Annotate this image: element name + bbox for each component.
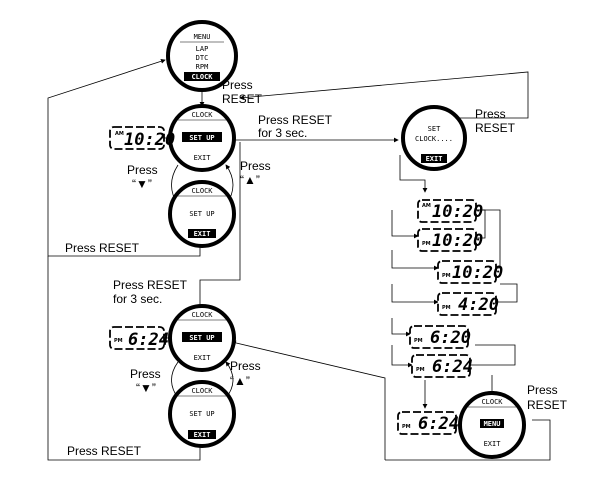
label-press-up-1: Press: [240, 159, 271, 173]
lcd-display-1: AM 10:20: [109, 126, 175, 150]
label-press-down-2: Press: [130, 367, 161, 381]
lcd-display-2: PM 6:24: [109, 326, 169, 350]
label-reset-top: RESET: [222, 92, 263, 106]
svg-text:6:24: 6:24: [418, 414, 459, 434]
label-press-final: Press: [527, 383, 558, 397]
svg-text:6:24: 6:24: [128, 330, 169, 350]
label-reset-setclock: RESET: [475, 121, 516, 135]
svg-text:6:24: 6:24: [432, 357, 473, 377]
lcd-setting-2: PM 10:20: [417, 228, 483, 252]
svg-text:EXIT: EXIT: [194, 354, 212, 362]
labels: Press RESET Press RESET for 3 sec. Press…: [65, 78, 568, 458]
svg-text:6:20: 6:20: [430, 328, 471, 348]
svg-text:PM: PM: [422, 241, 431, 247]
label-press-reset-left: Press RESET: [65, 241, 140, 255]
svg-text:10:20: 10:20: [432, 202, 483, 222]
svg-text:RPM: RPM: [196, 63, 209, 71]
label-press-top: Press: [222, 78, 253, 92]
lcd-setting-4: PM 4:20: [437, 292, 499, 316]
svg-text:CLOCK: CLOCK: [191, 311, 213, 319]
watch-exit-2: CLOCK SET UP EXIT: [168, 380, 236, 448]
svg-text:AM: AM: [115, 131, 124, 137]
lcd-setting-6: PM 6:24: [411, 354, 473, 378]
svg-text:EXIT: EXIT: [484, 440, 502, 448]
label-press-reset-bottom: Press RESET: [67, 444, 142, 458]
svg-text:CLOCK: CLOCK: [191, 387, 213, 395]
lcd-setting-5: PM 6:20: [409, 325, 471, 349]
svg-text:CLOCK: CLOCK: [191, 111, 213, 119]
svg-text:SET UP: SET UP: [189, 334, 214, 342]
watch-exit-1: CLOCK SET UP EXIT: [168, 180, 236, 248]
label-reset-final: RESET: [527, 398, 568, 412]
svg-text:AM: AM: [422, 203, 431, 209]
svg-text:PM: PM: [416, 367, 425, 373]
label-down-1: “▼”: [132, 177, 152, 191]
svg-text:SET: SET: [428, 125, 441, 133]
svg-text:EXIT: EXIT: [194, 431, 211, 439]
watch-set-clock: SET CLOCK.... EXIT: [401, 105, 467, 171]
svg-text:PM: PM: [402, 424, 411, 430]
svg-text:MENU: MENU: [194, 33, 211, 41]
svg-text:EXIT: EXIT: [426, 155, 443, 163]
svg-text:10:20: 10:20: [432, 231, 483, 251]
lcd-setting-3: PM 10:20: [437, 260, 503, 284]
svg-text:10:20: 10:20: [124, 130, 175, 150]
svg-text:CLOCK: CLOCK: [481, 398, 503, 406]
svg-text:CLOCK....: CLOCK....: [415, 135, 453, 143]
svg-text:PM: PM: [414, 338, 423, 344]
label-press-reset-3s-1: Press RESET: [258, 113, 333, 127]
label-press-down-1: Press: [127, 163, 158, 177]
label-for-3s-2: for 3 sec.: [113, 292, 162, 306]
svg-text:LAP: LAP: [196, 45, 209, 53]
svg-text:PM: PM: [114, 338, 123, 344]
label-up-1: “▲”: [240, 173, 260, 187]
watch-setup-1: CLOCK SET UP EXIT: [168, 104, 236, 172]
svg-text:DTC: DTC: [196, 54, 209, 62]
label-press-reset-3s-2: Press RESET: [113, 278, 188, 292]
svg-text:SET UP: SET UP: [189, 410, 214, 418]
watch-setup-2: CLOCK SET UP EXIT: [168, 304, 236, 372]
svg-text:4:20: 4:20: [458, 295, 499, 315]
label-for-3s-1: for 3 sec.: [258, 126, 307, 140]
label-down-2: “▼”: [136, 381, 156, 395]
svg-text:EXIT: EXIT: [194, 230, 211, 238]
svg-text:CLOCK: CLOCK: [191, 73, 213, 81]
label-up-2: “▲”: [230, 374, 250, 388]
svg-text:CLOCK: CLOCK: [191, 187, 213, 195]
watch-final: CLOCK MENU EXIT: [458, 391, 526, 459]
svg-text:PM: PM: [442, 273, 451, 279]
svg-text:SET UP: SET UP: [189, 210, 214, 218]
watch-menu: MENU LAP DTC RPM CLOCK: [166, 20, 238, 92]
lcd-setting-1: AM 10:20: [417, 199, 483, 223]
label-press-setclock: Press: [475, 107, 506, 121]
svg-text:PM: PM: [442, 305, 451, 311]
svg-text:EXIT: EXIT: [194, 154, 212, 162]
svg-text:MENU: MENU: [484, 420, 501, 428]
lcd-setting-7: PM 6:24: [397, 411, 459, 435]
label-press-up-2: Press: [230, 359, 261, 373]
svg-text:10:20: 10:20: [452, 263, 503, 283]
svg-text:SET UP: SET UP: [189, 134, 214, 142]
